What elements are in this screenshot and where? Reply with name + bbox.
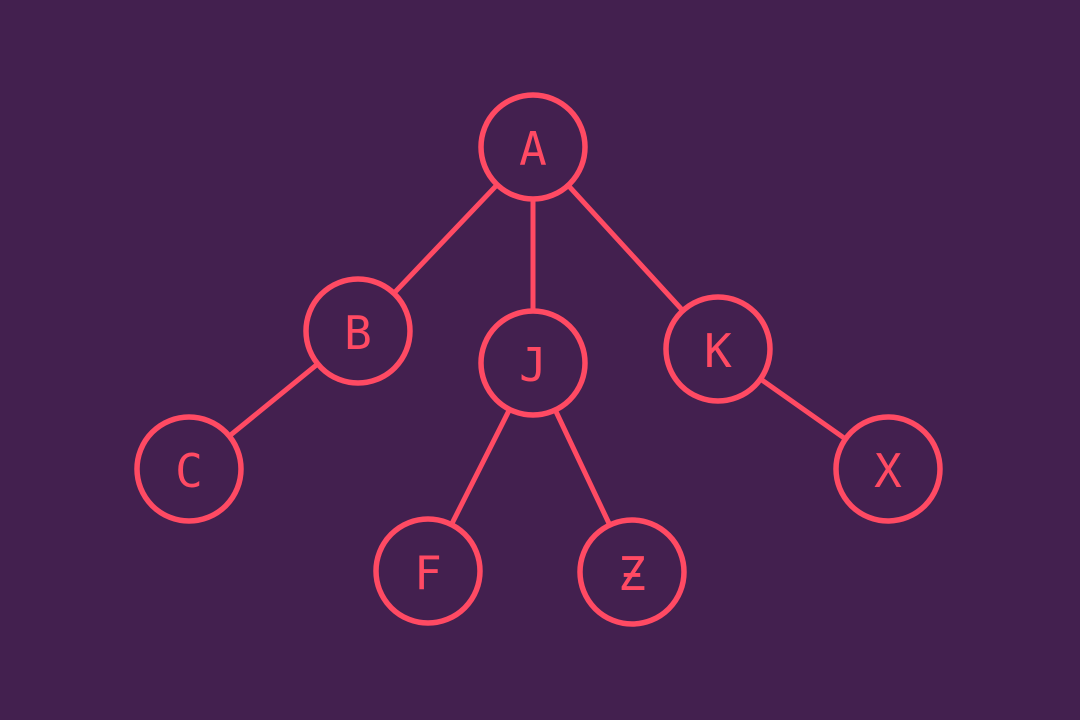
node-f: F (373, 516, 483, 626)
node-circle (134, 414, 244, 524)
node-label: Ƶ (618, 547, 646, 601)
node-z: Ƶ (577, 517, 687, 627)
node-circle (478, 308, 588, 418)
node-circle (833, 414, 943, 524)
tree-edges (226, 182, 849, 528)
node-label: K (704, 324, 732, 378)
edge-a-k (565, 182, 686, 314)
node-label: B (344, 306, 372, 360)
node-c: C (134, 414, 244, 524)
edge-k-x (757, 376, 849, 442)
node-circle (478, 92, 588, 202)
node-circle (577, 517, 687, 627)
node-a: A (478, 92, 588, 202)
node-circle (373, 516, 483, 626)
node-label: F (414, 546, 442, 600)
node-label: J (519, 338, 547, 392)
edge-j-z (552, 407, 613, 528)
edge-b-c (226, 361, 321, 439)
node-b: B (303, 276, 413, 386)
node-x: X (833, 414, 943, 524)
node-j: J (478, 308, 588, 418)
tree-nodes: A B J K C F Ƶ X (134, 92, 943, 627)
node-label: X (874, 444, 902, 498)
node-label: A (519, 122, 547, 176)
node-circle (663, 294, 773, 404)
node-circle (303, 276, 413, 386)
node-k: K (663, 294, 773, 404)
edge-j-f (448, 406, 513, 528)
node-label: C (175, 444, 203, 498)
edge-a-b (391, 182, 500, 296)
